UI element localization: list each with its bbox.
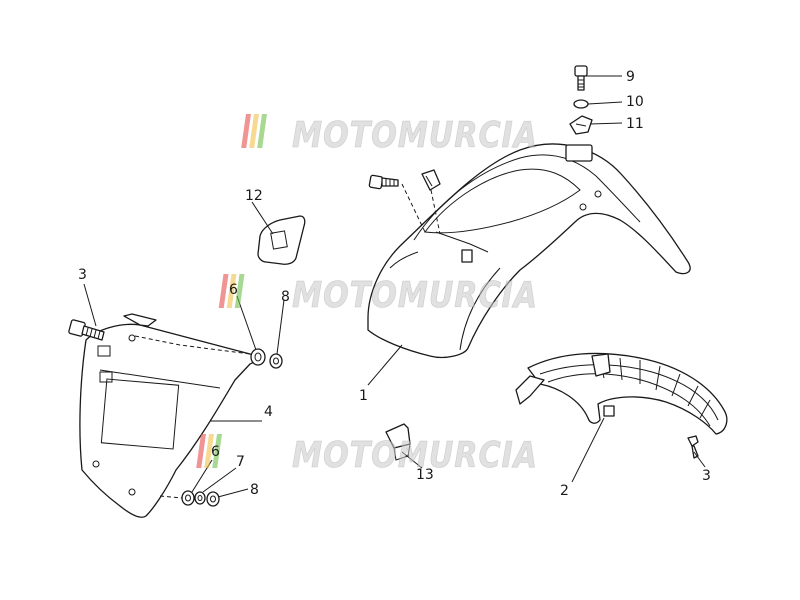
watermark-text-2: MOTOMURCIA xyxy=(292,275,538,316)
reflector-plate-part xyxy=(257,215,306,265)
callout-6-bottom: 6 xyxy=(211,444,220,460)
watermark-text-3: MOTOMURCIA xyxy=(292,435,538,476)
callout-7: 7 xyxy=(236,454,245,470)
speed-nut-fender xyxy=(421,169,441,191)
washer-7 xyxy=(194,491,206,505)
watermark-middle: MOTOMURCIA xyxy=(218,274,538,316)
grommet-6-top xyxy=(250,348,266,366)
speed-nut-11 xyxy=(569,115,593,135)
grommet-6-bottom xyxy=(181,490,195,506)
callout-2: 2 xyxy=(560,483,569,499)
assembly-lines xyxy=(134,183,441,499)
callout-3-left: 3 xyxy=(78,267,87,283)
watermark-bottom: MOTOMURCIA xyxy=(196,434,538,476)
screw-3-left xyxy=(68,319,105,341)
watermark-text-1: MOTOMURCIA xyxy=(292,115,538,156)
callout-8-top: 8 xyxy=(281,289,290,305)
washer-10 xyxy=(573,99,589,109)
rear-mudguard-part xyxy=(367,143,691,359)
watermark-top: MOTOMURCIA xyxy=(241,114,538,156)
callout-12: 12 xyxy=(245,188,263,204)
nut-8-bottom xyxy=(206,491,220,507)
callout-6-top: 6 xyxy=(229,282,238,298)
screw-fender-top xyxy=(368,174,399,190)
callout-8-bottom: 8 xyxy=(250,482,259,498)
bracket-part xyxy=(385,423,411,461)
license-plate-holder-part xyxy=(79,313,256,518)
callout-13: 13 xyxy=(416,467,434,483)
callout-labels: 1 2 3 3 4 6 6 7 8 8 9 10 11 12 13 xyxy=(78,69,711,499)
callout-4: 4 xyxy=(264,404,273,420)
nut-8-top xyxy=(269,353,283,369)
leader-lines xyxy=(83,75,706,498)
inner-mudguard-part xyxy=(515,352,728,435)
callout-1: 1 xyxy=(359,388,368,404)
callout-9: 9 xyxy=(626,69,635,85)
callout-11: 11 xyxy=(626,116,644,132)
callout-3-right: 3 xyxy=(702,468,711,484)
callout-10: 10 xyxy=(626,94,644,110)
screw-9 xyxy=(574,65,588,91)
